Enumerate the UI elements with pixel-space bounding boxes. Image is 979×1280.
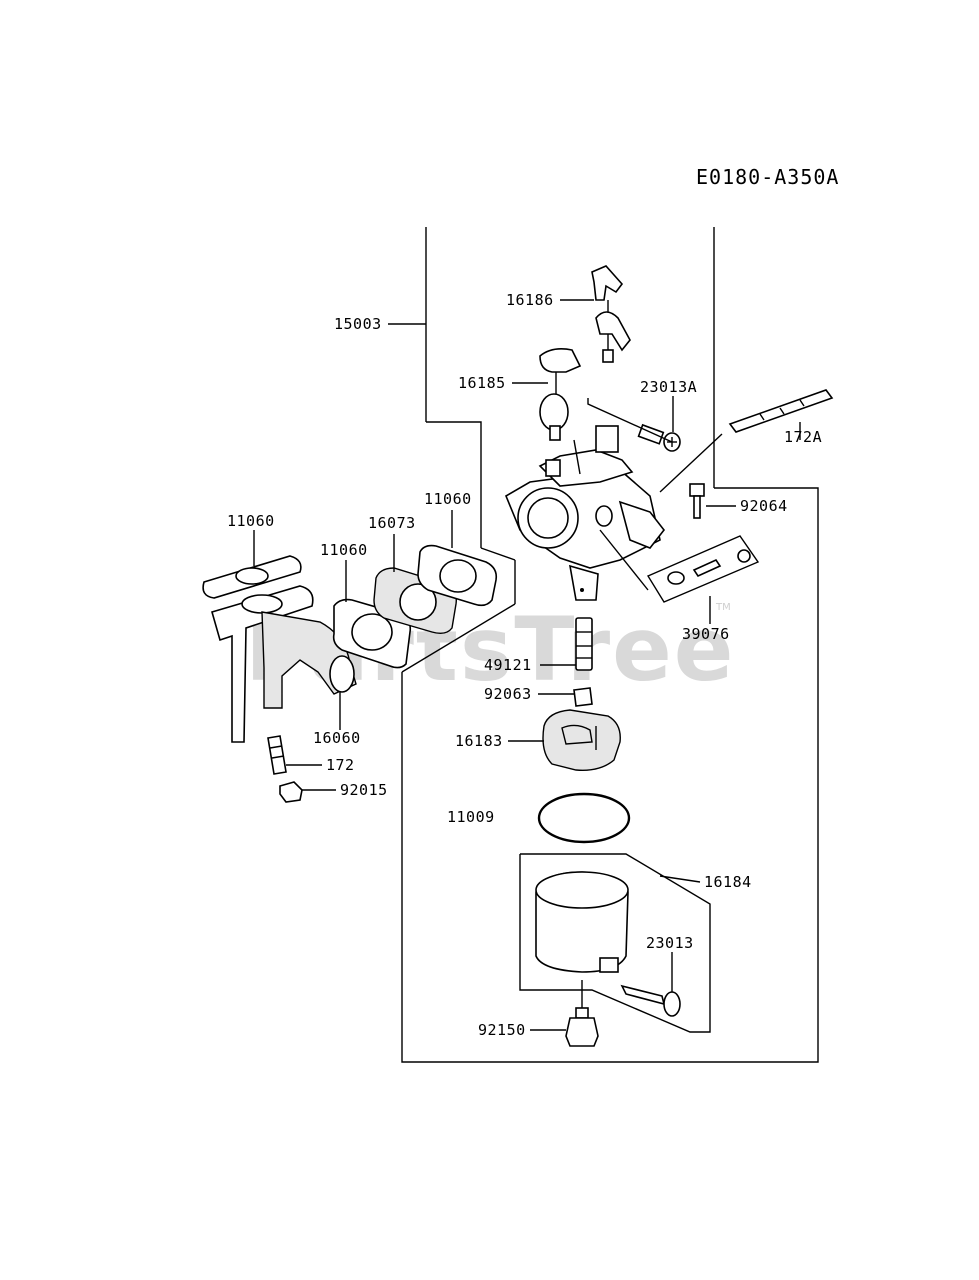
watermark-tm: TM	[715, 602, 731, 613]
part-label-11060-top[interactable]: 11060	[424, 490, 472, 508]
part-label-172a[interactable]: 172A	[784, 428, 822, 446]
part-172a[interactable]	[728, 389, 834, 433]
part-label-39076[interactable]: 39076	[682, 625, 730, 643]
part-16185[interactable]	[539, 348, 582, 441]
assembly-frame	[401, 227, 819, 1063]
part-11060-top[interactable]	[417, 544, 498, 607]
part-92064[interactable]	[689, 483, 705, 519]
part-label-92064[interactable]: 92064	[740, 497, 788, 515]
part-39076[interactable]	[646, 535, 760, 603]
part-11009[interactable]	[537, 792, 631, 844]
part-label-16073[interactable]: 16073	[368, 514, 416, 532]
diagram-code: E0180-A350A	[696, 165, 839, 189]
part-label-11009[interactable]: 11009	[447, 808, 495, 826]
carburetor-body[interactable]	[504, 425, 666, 601]
part-92150[interactable]	[565, 980, 599, 1047]
part-92015[interactable]	[279, 781, 303, 803]
part-92063[interactable]	[573, 687, 593, 707]
part-label-92015[interactable]: 92015	[340, 781, 388, 799]
part-label-172[interactable]: 172	[326, 756, 355, 774]
part-label-16185[interactable]: 16185	[458, 374, 506, 392]
part-label-92063[interactable]: 92063	[484, 685, 532, 703]
part-172[interactable]	[267, 735, 287, 775]
part-16183[interactable]	[542, 709, 621, 771]
part-23013a[interactable]	[637, 423, 681, 452]
part-label-23013a[interactable]: 23013A	[640, 378, 697, 396]
part-label-16183[interactable]: 16183	[455, 732, 503, 750]
part-label-92150[interactable]: 92150	[478, 1021, 526, 1039]
part-16184-frame	[519, 853, 711, 1033]
part-16060[interactable]	[211, 585, 357, 743]
part-49121[interactable]	[575, 617, 593, 671]
part-label-49121[interactable]: 49121	[484, 656, 532, 674]
part-label-16060[interactable]: 16060	[313, 729, 361, 747]
part-label-16184[interactable]: 16184	[704, 873, 752, 891]
part-16184[interactable]	[535, 871, 629, 973]
part-label-16186[interactable]: 16186	[506, 291, 554, 309]
part-11060-left[interactable]	[202, 555, 302, 599]
part-label-11060-left[interactable]: 11060	[227, 512, 275, 530]
part-label-23013[interactable]: 23013	[646, 934, 694, 952]
part-16186[interactable]	[591, 265, 631, 363]
part-label-11060-mid[interactable]: 11060	[320, 541, 368, 559]
part-label-15003[interactable]: 15003	[334, 315, 382, 333]
